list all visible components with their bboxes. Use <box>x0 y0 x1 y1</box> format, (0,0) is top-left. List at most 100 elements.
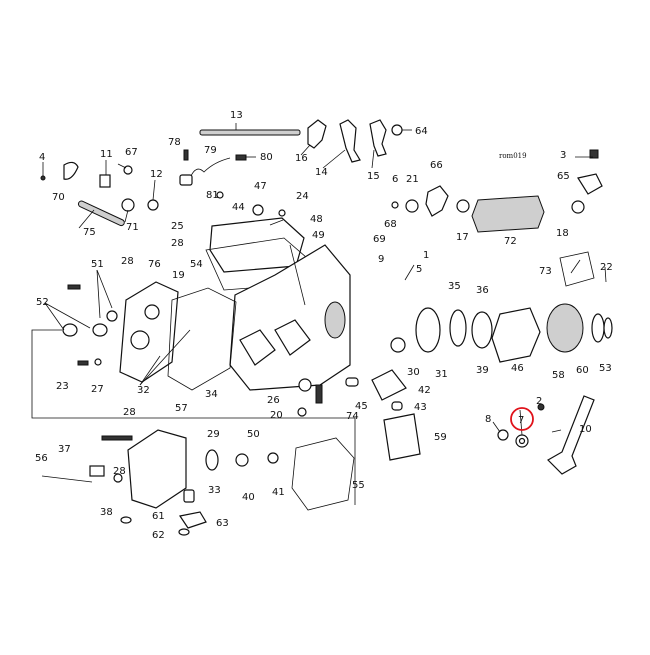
callout-4: 4 <box>39 152 45 163</box>
assembly-bracket-lines <box>31 329 356 505</box>
part-transmission-housing <box>229 244 351 392</box>
callout-56: 56 <box>35 453 48 464</box>
callout-53: 53 <box>599 363 612 374</box>
leader-lines <box>42 123 607 436</box>
callout-52: 52 <box>36 297 49 308</box>
callout-labels: 1 2 3 4 5 6 7 8 9 10 11 12 13 14 15 16 1… <box>35 110 613 541</box>
callout-32: 32 <box>137 385 150 396</box>
callout-10: 10 <box>579 424 592 435</box>
callout-64: 64 <box>415 126 428 137</box>
callout-28-c: 28 <box>123 407 136 418</box>
callout-30: 30 <box>407 367 420 378</box>
callout-49: 49 <box>312 230 325 241</box>
callout-19: 19 <box>172 270 185 281</box>
part-oil-filter <box>297 369 421 461</box>
callout-75: 75 <box>83 227 96 238</box>
part-countershaft <box>391 149 603 287</box>
callout-67: 67 <box>125 147 138 158</box>
callout-39: 39 <box>476 365 489 376</box>
callout-81: 81 <box>206 190 219 201</box>
callout-25: 25 <box>171 221 184 232</box>
callout-74: 74 <box>346 411 359 422</box>
callout-33: 33 <box>208 485 221 496</box>
callout-76: 76 <box>148 259 161 270</box>
callout-2: 2 <box>536 396 542 407</box>
callout-70: 70 <box>52 192 65 203</box>
callout-71: 71 <box>126 222 139 233</box>
callout-43: 43 <box>414 402 427 413</box>
callout-42: 42 <box>418 385 431 396</box>
part-shift-forks <box>307 119 403 163</box>
callout-3: 3 <box>560 150 566 161</box>
callout-34: 34 <box>205 389 218 400</box>
callout-62: 62 <box>152 530 165 541</box>
callout-14: 14 <box>315 167 328 178</box>
callout-47: 47 <box>254 181 267 192</box>
callout-26: 26 <box>267 395 280 406</box>
callout-29: 29 <box>207 429 220 440</box>
callout-17: 17 <box>456 232 469 243</box>
callout-37: 37 <box>58 444 71 455</box>
callout-41: 41 <box>272 487 285 498</box>
callout-16: 16 <box>295 153 308 164</box>
callout-6: 6 <box>392 174 398 185</box>
part-lever-arm <box>497 395 595 475</box>
callout-50: 50 <box>247 429 260 440</box>
callout-22: 22 <box>600 262 613 273</box>
callout-40: 40 <box>242 492 255 503</box>
callout-72: 72 <box>504 236 517 247</box>
callout-8: 8 <box>485 414 491 425</box>
callout-80: 80 <box>260 152 273 163</box>
part-shift-rod <box>199 129 301 136</box>
callout-61: 61 <box>152 511 165 522</box>
callout-79: 79 <box>204 145 217 156</box>
callout-9: 9 <box>378 254 384 265</box>
callout-66: 66 <box>430 160 443 171</box>
callout-24: 24 <box>296 191 309 202</box>
callout-44: 44 <box>232 202 245 213</box>
callout-68: 68 <box>384 219 397 230</box>
callout-35: 35 <box>448 281 461 292</box>
callout-63: 63 <box>216 518 229 529</box>
diagram-reference-code: rom019 <box>499 152 527 160</box>
part-side-cover <box>62 281 237 391</box>
callout-15: 15 <box>367 171 380 182</box>
callout-21: 21 <box>406 174 419 185</box>
part-lower-cover <box>41 429 355 536</box>
callout-57: 57 <box>175 403 188 414</box>
callout-60: 60 <box>576 365 589 376</box>
callout-20: 20 <box>270 410 283 421</box>
callout-73: 73 <box>539 266 552 277</box>
callout-59: 59 <box>434 432 447 443</box>
callout-46: 46 <box>511 363 524 374</box>
callout-28-b: 28 <box>171 238 184 249</box>
callout-55: 55 <box>352 480 365 491</box>
callout-69: 69 <box>373 234 386 245</box>
callout-38: 38 <box>100 507 113 518</box>
callout-18: 18 <box>556 228 569 239</box>
part-sensor-wire <box>179 149 247 199</box>
callout-5: 5 <box>416 264 422 275</box>
part-shift-linkage <box>40 161 159 227</box>
callout-13: 13 <box>230 110 243 121</box>
callout-31: 31 <box>435 369 448 380</box>
callout-45: 45 <box>355 401 368 412</box>
callout-27: 27 <box>91 384 104 395</box>
callout-1: 1 <box>423 250 429 261</box>
callout-58: 58 <box>552 370 565 381</box>
callout-54: 54 <box>190 259 203 270</box>
callout-51: 51 <box>91 259 104 270</box>
callout-78: 78 <box>168 137 181 148</box>
callout-48: 48 <box>310 214 323 225</box>
highlighted-callout-7[interactable]: 7 <box>510 407 534 431</box>
callout-28-d: 28 <box>113 466 126 477</box>
callout-23: 23 <box>56 381 69 392</box>
part-main-shaft-assembly <box>390 303 613 363</box>
callout-7: 7 <box>518 415 524 426</box>
part-top-cover <box>205 204 315 291</box>
callout-28-a: 28 <box>121 256 134 267</box>
callout-12: 12 <box>150 169 163 180</box>
callout-65: 65 <box>557 171 570 182</box>
callout-11: 11 <box>100 149 113 160</box>
